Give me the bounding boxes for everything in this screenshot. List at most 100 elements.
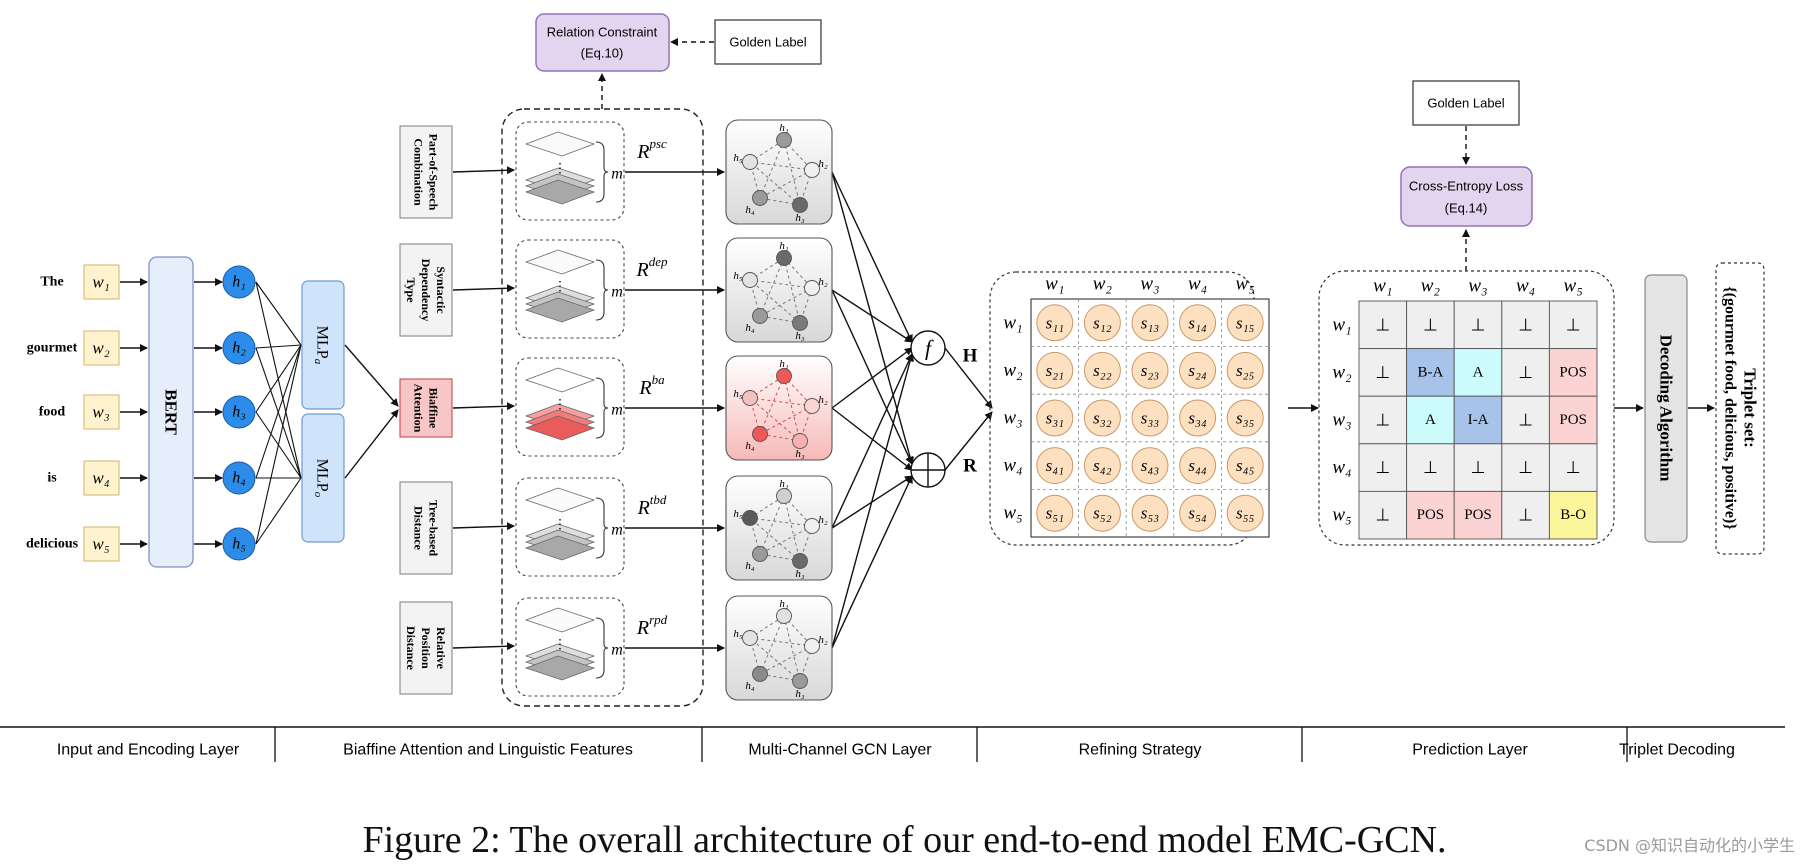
score-cell xyxy=(1179,447,1217,485)
prediction-col-header: w₂ xyxy=(1421,276,1441,297)
prediction-col-header: w₄ xyxy=(1516,276,1535,297)
arrow xyxy=(831,171,913,343)
tag-cell-label: ⊥ xyxy=(1518,363,1533,382)
gcn-edge xyxy=(783,615,801,682)
tag-cell xyxy=(1406,490,1455,540)
input-word: delicious xyxy=(26,537,79,552)
mlp-a-subscript: a xyxy=(312,359,324,365)
gcn-edge xyxy=(759,495,785,555)
feature-label-box xyxy=(399,601,453,695)
tag-cell xyxy=(1453,300,1503,350)
section-label: Triplet Decoding xyxy=(1619,742,1735,759)
arrow xyxy=(831,353,915,649)
gcn-node xyxy=(792,553,808,569)
gcn-node xyxy=(742,154,758,170)
score-cell-label: s₁₂ xyxy=(1093,313,1112,332)
gcn-edge xyxy=(759,139,785,199)
gcn-edge xyxy=(749,517,813,527)
input-word: gourmet xyxy=(27,341,78,356)
relation-tensor-sup: rpd xyxy=(649,612,668,627)
refining-col-header: w₂ xyxy=(1093,274,1113,295)
tensor-dots: ⋮ xyxy=(554,161,567,176)
gcn-node xyxy=(742,390,758,406)
word-token: w₅ xyxy=(92,535,109,554)
tag-cell-label: A xyxy=(1425,412,1436,428)
hidden-state-node xyxy=(222,265,256,299)
bert-label: BERT xyxy=(162,389,181,435)
hidden-state-node xyxy=(222,395,256,429)
gcn-node xyxy=(752,190,768,206)
score-cell-label: s₁₁ xyxy=(1046,313,1064,332)
refining-row-header: w₅ xyxy=(1003,503,1022,524)
tag-cell-label: ⊥ xyxy=(1518,458,1533,477)
gcn-node-label: h₅ xyxy=(733,628,743,640)
gcn-edge xyxy=(759,645,813,675)
tag-cell-label: ⊥ xyxy=(1471,315,1486,334)
arrow xyxy=(831,347,913,409)
tensor-brace xyxy=(595,617,609,679)
arrow xyxy=(944,347,993,409)
tag-cell xyxy=(1406,443,1455,492)
score-cell-label: s₄₅ xyxy=(1236,456,1255,475)
tag-cell xyxy=(1501,395,1550,445)
gcn-node-label: h₄ xyxy=(745,322,755,334)
hidden-state-label: h₃ xyxy=(232,404,246,421)
gcn-node xyxy=(742,510,758,526)
score-cell xyxy=(1083,447,1121,485)
gcn-node-label: h₄ xyxy=(745,680,755,692)
gcn-node xyxy=(776,250,792,266)
arrow-line xyxy=(255,281,302,346)
tensor-stack: ⋮m xyxy=(524,367,623,441)
cross-entropy-title: Cross-Entropy Loss xyxy=(1409,179,1524,194)
gcn-node xyxy=(742,630,758,646)
hidden-state-node xyxy=(222,461,256,495)
gcn-node-label: h₂ xyxy=(818,158,828,170)
prediction-row-header: w₄ xyxy=(1332,457,1351,478)
score-cell xyxy=(1226,494,1264,532)
gcn-node-label: h₄ xyxy=(745,204,755,216)
gcn-edge xyxy=(749,397,813,407)
score-cell xyxy=(1036,494,1074,532)
watermark: CSDN @知识自动化的小学生 xyxy=(1584,836,1795,855)
fusion-f-label: f xyxy=(925,336,934,361)
tag-cell-label: ⊥ xyxy=(1375,315,1390,334)
arrow xyxy=(452,402,515,411)
feature-label-line: Syntactic xyxy=(434,266,448,314)
score-cell-label: s₃₃ xyxy=(1141,409,1160,428)
tag-cell xyxy=(1406,395,1455,445)
score-cell xyxy=(1179,351,1217,389)
gcn-node xyxy=(776,368,792,384)
tag-cell-label: B-A xyxy=(1417,364,1443,380)
tag-cell-label: POS xyxy=(1417,507,1445,523)
hidden-state-label: h₅ xyxy=(232,536,246,553)
score-cell xyxy=(1226,447,1264,485)
arrow xyxy=(831,289,913,465)
score-cell xyxy=(1036,351,1074,389)
gcn-node-label: h₁ xyxy=(779,358,789,370)
tensor-stack: ⋮m xyxy=(524,131,623,205)
score-cell xyxy=(1036,304,1074,342)
gcn-edge xyxy=(759,525,813,555)
feature-label-line: Attention xyxy=(412,384,426,433)
tag-cell-label: ⊥ xyxy=(1423,458,1438,477)
word-token: w₄ xyxy=(92,469,109,488)
gcn-node-label: h₃ xyxy=(795,448,805,460)
arrow-line xyxy=(255,477,302,545)
score-cell xyxy=(1131,304,1169,342)
tag-cell-label: ⊥ xyxy=(1375,411,1390,430)
refining-col-header: w₄ xyxy=(1188,274,1207,295)
tag-cell xyxy=(1548,443,1598,492)
tag-cell xyxy=(1358,300,1408,350)
relation-constraint-eq: (Eq.10) xyxy=(581,46,624,61)
gcn-node-label: h₂ xyxy=(818,394,828,406)
tensor-m-label: m xyxy=(611,284,623,301)
triplet-set-value: {(gourmet food, delicious, positive)} xyxy=(1722,286,1739,529)
prediction-dashed-box xyxy=(1318,270,1615,546)
tensor-m-label: m xyxy=(611,522,623,539)
refining-row-header: w₄ xyxy=(1003,455,1022,476)
score-cell xyxy=(1131,351,1169,389)
tag-cell-label: I-A xyxy=(1468,412,1489,428)
word-token-box xyxy=(83,330,120,366)
